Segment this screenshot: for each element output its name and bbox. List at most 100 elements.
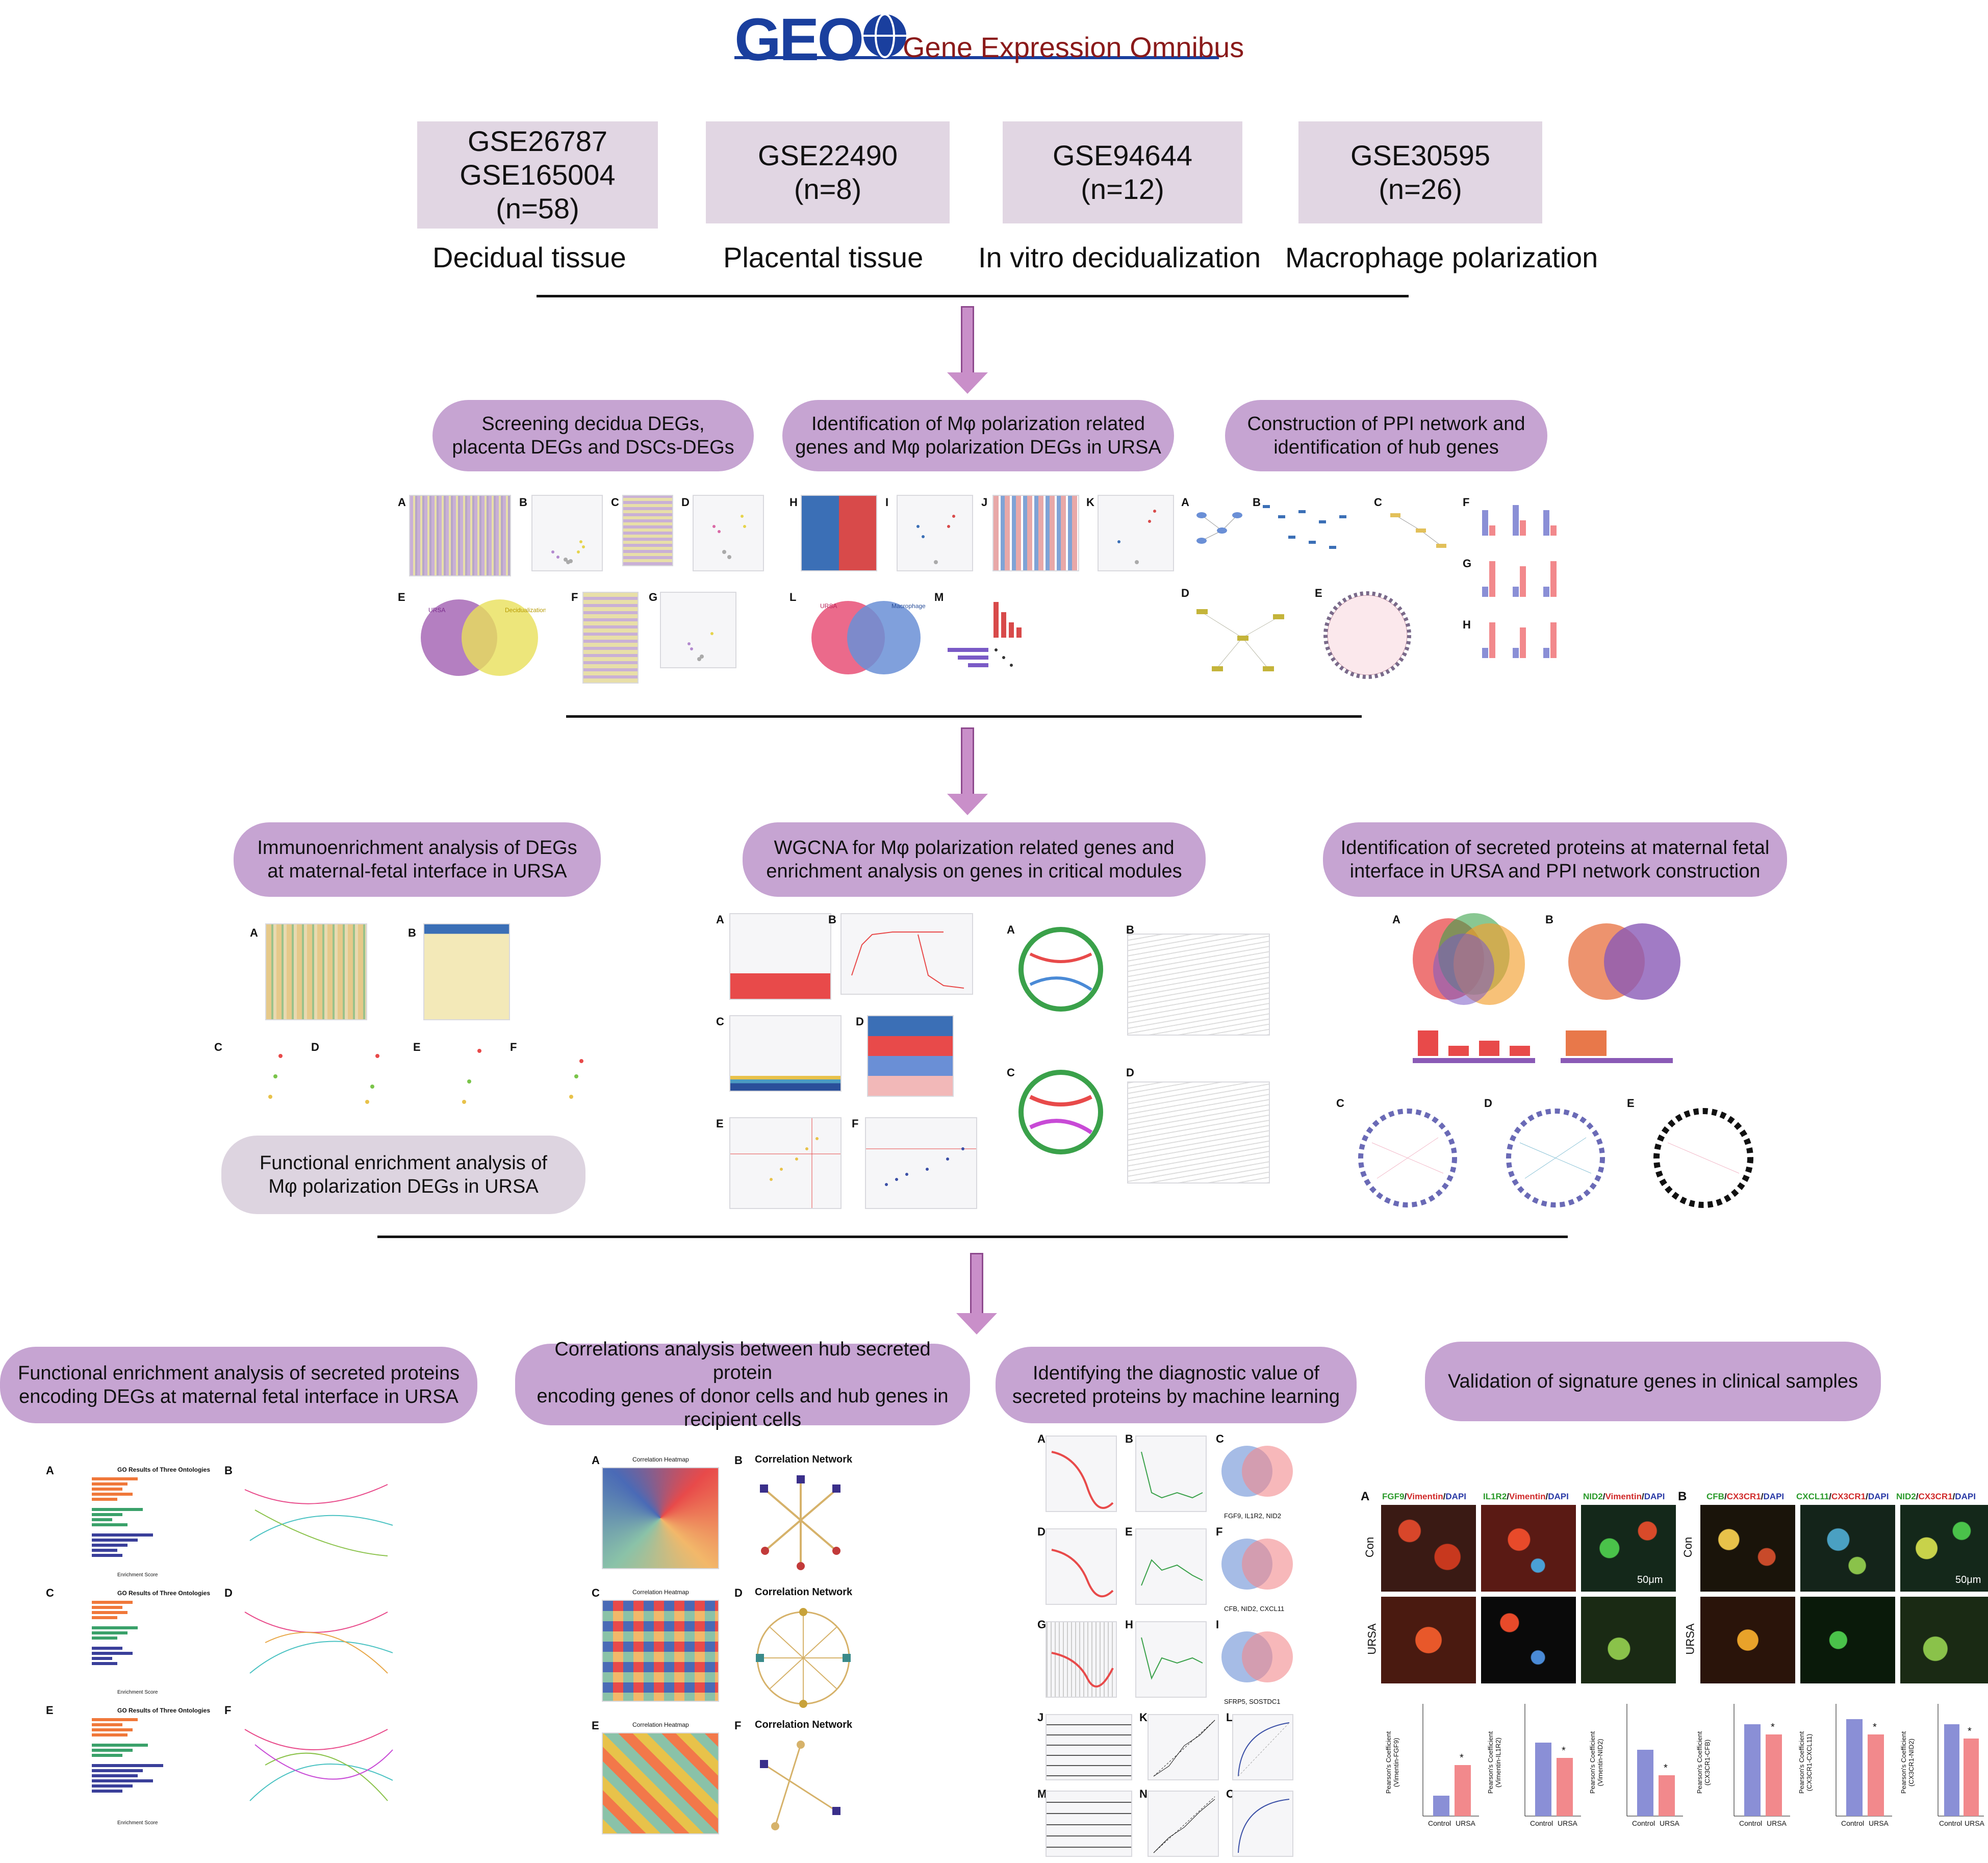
chord-diagram [1018,927,1103,1012]
stage3-pill-diagnostic: Identifying the diagnostic value of secr… [996,1347,1357,1423]
venn-diagram [1413,913,1525,1005]
geo-logo: GEO Gene Expression Omnibus [734,0,1255,102]
panel-letter: G [1037,1618,1047,1631]
volcano-thumbnail [660,592,736,668]
bar-group-label: Control [1632,1819,1655,1827]
ppi-network [1263,505,1346,549]
panel-letter: M [1037,1788,1047,1800]
pill-text: Correlations analysis between hub secret… [554,1339,931,1383]
pill-text: Identifying the diagnostic value of [1033,1363,1319,1384]
venn-diagram: URSA Macrophage [811,601,926,674]
dataset-n: (n=8) [794,173,862,205]
panel-letter: B [1678,1490,1687,1503]
gene-term-network [244,1612,393,1674]
go-title: GO Results of Three Ontologies [117,1707,211,1714]
panel-letter: H [1463,618,1471,631]
gene-term-network [244,1484,393,1556]
heatmap-thumbnail [409,495,511,576]
svg-text:*: * [1664,1763,1668,1774]
panel-letter: B [734,1454,743,1467]
stage3-figure-ml: A B C FGF9, IL1R2, NID2 D E F CFB, NID2,… [1030,1428,1295,1857]
panel-letter: D [1484,1097,1492,1110]
upset-plot [948,602,1022,667]
row-label: Con [1681,1537,1695,1558]
volcano-thumbnail [897,495,973,571]
pill-text: interface in URSA and PPI network constr… [1349,861,1761,882]
dataset-label: Macrophage polarization [1285,241,1598,273]
correlation-heatmap [602,1732,719,1834]
globe-icon [863,13,906,58]
divider-line [537,295,1409,297]
stage1-figure-degs: A B C D E URSA Decidualization F G [398,490,785,694]
panel-letter: C [716,1015,724,1028]
dataset-id: GSE94644 [1053,139,1192,171]
stage2-pill-functional: Functional enrichment analysis of Mφ pol… [221,1136,585,1214]
panel-letter: A [398,496,406,509]
stage1-figure-mphi: H I J K L URSA Macrophage M [789,490,1177,694]
panel-letter: H [1125,1618,1133,1631]
panel-letter: M [934,591,944,603]
calibration-thumbnail [1148,1791,1219,1857]
panel-letter: B [828,913,836,926]
ppi-network [1196,512,1242,544]
bar-chart-thumbnail [1413,1030,1535,1063]
pill-text: genes and Mφ polarization DEGs in URSA [795,437,1161,458]
ppi-circle-network [1323,591,1411,679]
stage3-pill-correlation: Correlations analysis between hub secret… [515,1339,970,1430]
ppi-network [1196,609,1284,671]
pill-text: at maternal-fetal interface in URSA [267,861,567,882]
heatmap-thumbnail [801,495,877,571]
stage2-pill-wgcna: WGCNA for Mφ polarization related genes … [743,822,1206,897]
venn-label: Decidualization [505,607,546,614]
volcano-thumbnail [1098,495,1174,571]
bar-chart-thumbnail [1561,1030,1673,1063]
panel-letter: K [1086,496,1094,509]
panel-letter: D [1126,1066,1134,1079]
pill-text: Functional enrichment analysis of [260,1152,547,1174]
lasso-thumbnail [1046,1436,1117,1512]
bar-group-label: Control [1939,1819,1962,1827]
venn-label: URSA [428,607,445,614]
pearson-ylabel: Pearson's Coefficient (Vimentin-NID2) [1589,1731,1604,1794]
if-image [1481,1505,1576,1592]
stage2-figure-chord: A B C D [1000,913,1285,1199]
venn-diagram [1221,1446,1293,1497]
if-image [1800,1505,1895,1592]
dataset-box-decidual: GSE26787 GSE165004 (n=58) [417,121,658,229]
panel-letter: E [46,1704,54,1717]
svg-text:*: * [1968,1726,1972,1737]
pill-text: encoding genes of donor cells and hub ge… [537,1386,949,1407]
stage2-figure-immuno: A B C D E F [214,918,617,1132]
pill-text: Functional enrichment analysis of secret… [17,1363,460,1384]
scatter-thumbnail [865,1117,977,1209]
dataset-id: GSE165004 [460,159,616,191]
panel-letter: K [1139,1711,1148,1724]
dataset-id: GSE30595 [1350,139,1490,171]
dataset-box-placental: GSE22490 (n=8) [706,121,950,223]
network-title: Correlation Network [755,1719,853,1730]
correlation-network [760,1741,840,1830]
panel-letter: F [1216,1525,1223,1538]
heatmap-thumbnail [582,592,639,684]
panel-letter: E [398,591,405,603]
pill-text: Identification of Mφ polarization relate… [811,413,1145,435]
sankey-thumbnail [1127,934,1270,1036]
go-bar-chart [92,1477,153,1557]
flow-arrow [946,306,989,394]
svg-text:*: * [1460,1752,1464,1764]
dataset-n: (n=26) [1379,173,1462,205]
svg-text:*: * [1873,1722,1877,1733]
bar-group-label: URSA [1869,1819,1889,1827]
pearson-ylabel: Pearson's Coefficient (CX3CR1-NID2) [1900,1731,1915,1794]
panel-letter: C [1007,1066,1015,1079]
ppi-circle-network [1653,1108,1753,1208]
module-trait-heatmap [867,1015,954,1097]
ml-gene-set: SFRP5, SOSTDC1 [1224,1698,1281,1705]
dataset-box-macrophage: GSE30595 (n=26) [1298,121,1542,223]
panel-letter: B [1126,923,1134,936]
corr-title: Correlation Heatmap [632,1589,689,1596]
svg-text:*: * [1562,1745,1566,1756]
venn-label: URSA [820,602,837,610]
scatter-thumbnail [729,1117,842,1209]
stage1-pill-ppi: Construction of PPI network and identifi… [1225,400,1547,471]
